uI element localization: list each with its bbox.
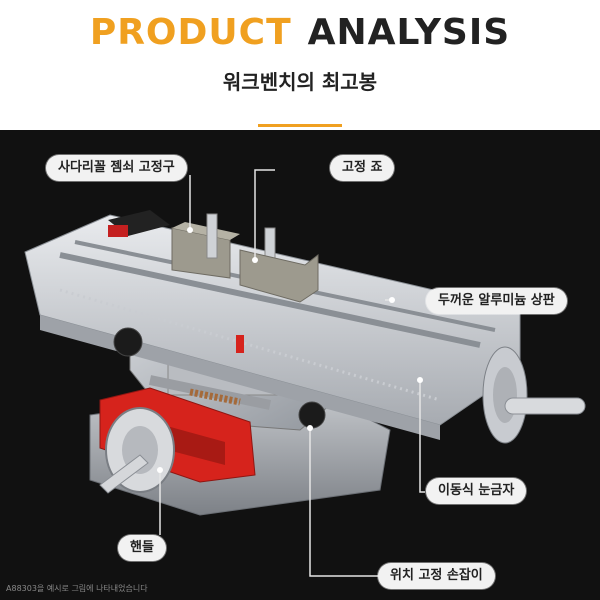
- page-title: PRODUCT ANALYSIS: [0, 12, 600, 53]
- product-stage: 사다리꼴 젬쇠 고정구 고정 죠 두꺼운 알루미늄 상판 이동식 눈금자 핸들 …: [0, 130, 600, 600]
- callout-scale: 이동식 눈금자: [426, 478, 527, 504]
- callout-fixed-jaw: 고정 죠: [330, 155, 395, 181]
- callout-dovetail-clamp: 사다리꼴 젬쇠 고정구: [46, 155, 187, 181]
- callout-lock-knob: 위치 고정 손잡이: [378, 563, 495, 589]
- callout-aluminum-top: 두꺼운 알루미늄 상판: [426, 288, 567, 314]
- accent-divider: [258, 124, 342, 127]
- title-product: PRODUCT: [89, 12, 292, 53]
- callout-handle: 핸들: [118, 535, 166, 561]
- watermark-text: A88303을 예시로 그림에 나타내었습니다: [6, 584, 148, 593]
- page-subtitle: 워크벤치의 최고봉: [222, 70, 378, 94]
- header-section: PRODUCT ANALYSIS 워크벤치의 최고봉: [0, 0, 600, 130]
- title-analysis: ANALYSIS: [307, 12, 511, 53]
- cross-slide-vise-illustration: [24, 169, 586, 577]
